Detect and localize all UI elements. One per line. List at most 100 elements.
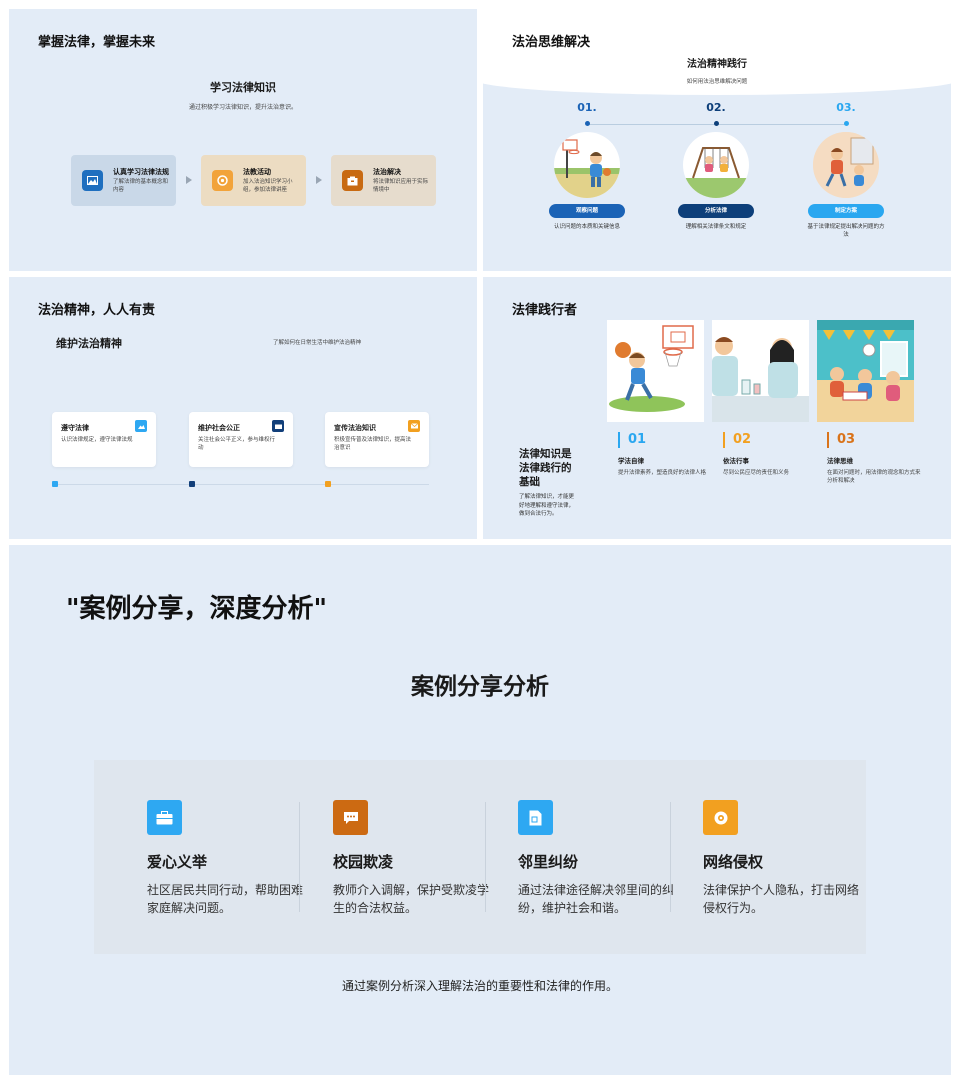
- card-desc: 积极宣传普及法律知识，提高法治意识: [334, 437, 412, 451]
- step-pill: 制定方案: [808, 204, 884, 218]
- feature-title: 邻里纠纷: [518, 853, 579, 871]
- arrow-right-icon: [186, 176, 192, 184]
- card-title: 遵守法律: [61, 424, 89, 432]
- card-title: 维护社会公正: [198, 424, 240, 432]
- slide-panel-rule-of-law-spirit: 法治精神，人人有责 维护法治精神 了解如何在日常生活中维护法治精神 遵守法律 认…: [9, 277, 477, 539]
- info-card: 宣传法治知识 积极宣传普及法律知识，提高法治意识: [325, 412, 429, 467]
- section-title: 学习法律知识: [210, 81, 276, 94]
- step-card: 法教活动 加入法治知识学习小组，参加法律讲座: [201, 155, 306, 206]
- divider: [485, 802, 486, 912]
- feature-desc: 法律保护个人隐私，打击网络侵权行为。: [703, 883, 860, 915]
- step-card: 法治解决 将法律知识应用于实际情境中: [331, 155, 436, 206]
- lead-title: 法律知识是法律践行的基础: [519, 448, 572, 488]
- practice-column: 03 法律思维 在面对问题时，用法律的观念和方式来分析和解决: [827, 432, 923, 485]
- header-wave: [483, 9, 951, 95]
- step-desc: 将法律知识应用于实际情境中: [373, 179, 429, 193]
- progress-marker: [325, 481, 331, 487]
- timeline-number: 03.: [836, 101, 856, 114]
- step-desc: 了解法律的基本概念和内容: [113, 179, 169, 193]
- divider: [299, 802, 300, 912]
- lead-block: 法律知识是法律践行的基础 了解法律知识，才能更好地理解和遵守法律，做到合法行为。: [519, 447, 579, 519]
- timeline-desc: 理解相关法律条文和规定: [685, 224, 747, 230]
- info-card: 维护社会公正 关注社会公平正义，参与维权行动: [189, 412, 293, 467]
- column-number: 01: [618, 432, 714, 448]
- image-icon: [135, 420, 147, 432]
- basketball-kid-illustration: [554, 132, 620, 198]
- timeline-number: 01.: [577, 101, 597, 114]
- section-desc: 如何用法治思维解决问题: [686, 79, 748, 85]
- running-kids-illustration: [813, 132, 879, 198]
- column-title: 法律思维: [827, 457, 853, 465]
- step-desc: 加入法治知识学习小组，参加法律讲座: [243, 179, 293, 193]
- basketball-illustration: [607, 320, 704, 422]
- column-desc: 尽到公民应尽的责任和义务: [723, 470, 790, 476]
- target-icon: [703, 800, 738, 835]
- arrow-right-icon: [316, 176, 322, 184]
- column-title: 依法行事: [723, 457, 749, 465]
- document-icon: [518, 800, 553, 835]
- target-icon: [212, 170, 233, 191]
- section-desc: 了解如何在日常生活中维护法治精神: [273, 340, 362, 346]
- box-icon: [272, 420, 284, 432]
- step-card: 认真学习法律法规 了解法律的基本概念和内容: [71, 155, 176, 206]
- timeline-item: 02. 分析法律 理解相关法律条文和规定: [656, 101, 776, 231]
- timeline-dot: [584, 121, 590, 126]
- mail-icon: [408, 420, 420, 432]
- timeline-dot: [713, 121, 719, 126]
- step-title: 法教活动: [243, 168, 271, 176]
- feature-title: 爱心义举: [147, 853, 208, 871]
- timeline-number: 02.: [706, 101, 726, 114]
- progress-marker: [189, 481, 195, 487]
- swing-kids-illustration: [683, 132, 749, 198]
- feature-item: 爱心义举 社区居民共同行动，帮助困难家庭解决问题。: [147, 800, 307, 917]
- slide-title: 法治思维解决: [512, 35, 591, 50]
- section-title: 案例分享分析: [411, 674, 549, 700]
- feature-desc: 教师介入调解，保护受欺凌学生的合法权益。: [333, 883, 490, 915]
- section-desc: 通过积极学习法律知识，提升法治意识。: [188, 104, 297, 111]
- timeline-item: 01. 观察问题 认识问题的本质和关键信息: [527, 101, 647, 231]
- timeline-dot: [843, 121, 849, 126]
- card-desc: 关注社会公平正义，参与维权行动: [198, 437, 276, 451]
- column-number: 03: [827, 432, 923, 448]
- chat-icon: [333, 800, 368, 835]
- step-title: 法治解决: [373, 168, 401, 176]
- column-number: 02: [723, 432, 819, 448]
- section-title: 法治精神践行: [687, 59, 747, 70]
- step-title: 认真学习法律法规: [113, 168, 169, 176]
- slide-title: 法律践行者: [512, 303, 578, 318]
- slide-panel-legal-thinking: 法治思维解决 法治精神践行 如何用法治思维解决问题 01. 观察问题 认识问题的: [483, 9, 951, 271]
- lead-desc: 了解法律知识，才能更好地理解和遵守法律，做到合法行为。: [519, 494, 575, 517]
- progress-line: [56, 484, 429, 485]
- box-icon: [342, 170, 363, 191]
- lab-illustration: [712, 320, 809, 422]
- feature-title: 网络侵权: [703, 853, 764, 871]
- slide-panel-master-law: 掌握法律，掌握未来 学习法律知识 通过积极学习法律知识，提升法治意识。 认真学习…: [9, 9, 477, 271]
- classroom-illustration: [817, 320, 914, 422]
- card-title: 宣传法治知识: [334, 424, 376, 432]
- slide-panel-law-practitioner: 法律践行者 法律知识是法律践行的基础 了解法律知识，才能更好地理解和遵守法律，做…: [483, 277, 951, 539]
- column-title: 学法自律: [618, 457, 644, 465]
- feature-container: 爱心义举 社区居民共同行动，帮助困难家庭解决问题。 校园欺凌 教师介入调解，保护…: [94, 760, 866, 954]
- card-desc: 认识法律规定，遵守法律法规: [61, 437, 133, 443]
- step-pill: 观察问题: [549, 204, 625, 218]
- footer-text: 通过案例分析深入理解法治的重要性和法律的作用。: [341, 979, 618, 993]
- feature-title: 校园欺凌: [333, 853, 394, 871]
- feature-item: 网络侵权 法律保护个人隐私，打击网络侵权行为。: [703, 800, 863, 917]
- slide-title: 掌握法律，掌握未来: [38, 35, 156, 50]
- progress-marker: [52, 481, 58, 487]
- section-title: 维护法治精神: [56, 337, 122, 350]
- practice-column: 01 学法自律 提升法律素养，塑造良好的法律人格: [618, 432, 714, 477]
- timeline-desc: 认识问题的本质和关键信息: [553, 224, 620, 230]
- timeline-desc: 基于法律规定提出解决问题的方法: [807, 224, 885, 238]
- column-desc: 提升法律素养，塑造良好的法律人格: [618, 470, 707, 476]
- slide-panel-case-study: "案例分享，深度分析" 案例分享分析 爱心义举 社区居民共同行动，帮助困难家庭解…: [9, 545, 951, 1075]
- column-desc: 在面对问题时，用法律的观念和方式来分析和解决: [827, 470, 921, 484]
- info-card: 遵守法律 认识法律规定，遵守法律法规: [52, 412, 156, 467]
- step-pill: 分析法律: [678, 204, 754, 218]
- image-icon: [82, 170, 103, 191]
- feature-desc: 社区居民共同行动，帮助困难家庭解决问题。: [147, 883, 304, 915]
- feature-item: 邻里纠纷 通过法律途径解决邻里间的纠纷，维护社会和谐。: [518, 800, 678, 917]
- feature-desc: 通过法律途径解决邻里间的纠纷，维护社会和谐。: [518, 883, 675, 915]
- feature-item: 校园欺凌 教师介入调解，保护受欺凌学生的合法权益。: [333, 800, 493, 917]
- slide-quote: "案例分享，深度分析": [66, 594, 328, 624]
